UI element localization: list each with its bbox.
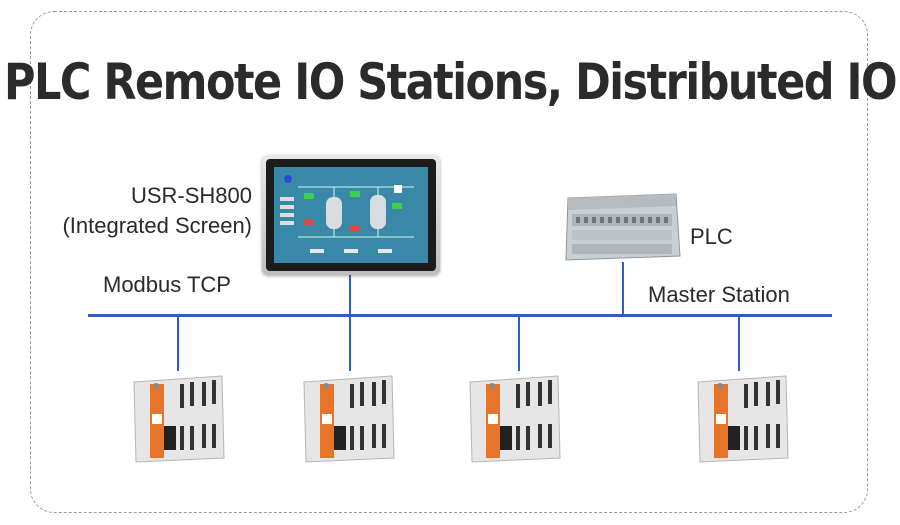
screen-label: USR-SH800 (Integrated Screen)	[62, 181, 252, 241]
hmi-display	[274, 167, 428, 263]
io-station-4	[697, 375, 789, 463]
hmi-screen-device	[262, 155, 440, 275]
io-drop-line-2	[349, 315, 351, 371]
page-title: PLC Remote IO Stations, Distributed IO	[3, 54, 898, 112]
io-drop-line-4	[738, 315, 740, 371]
master-station-label: Master Station	[648, 282, 790, 307]
hmi-drop-line	[349, 275, 351, 315]
plc-device	[565, 193, 681, 261]
io-drop-line-3	[518, 315, 520, 371]
screen-label-model: USR-SH800	[130, 183, 252, 208]
plc-drop-line	[622, 262, 624, 315]
screen-label-desc: (Integrated Screen)	[62, 213, 252, 238]
io-drop-line-1	[177, 315, 179, 371]
io-station-3	[469, 375, 561, 463]
process-mimic-graphic	[274, 167, 428, 263]
modbus-label: Modbus TCP	[103, 272, 231, 297]
modbus-bus-line	[88, 314, 832, 317]
dashed-frame	[30, 11, 868, 513]
io-station-1	[133, 375, 225, 463]
io-station-2	[303, 375, 395, 463]
plc-label: PLC	[690, 224, 733, 249]
